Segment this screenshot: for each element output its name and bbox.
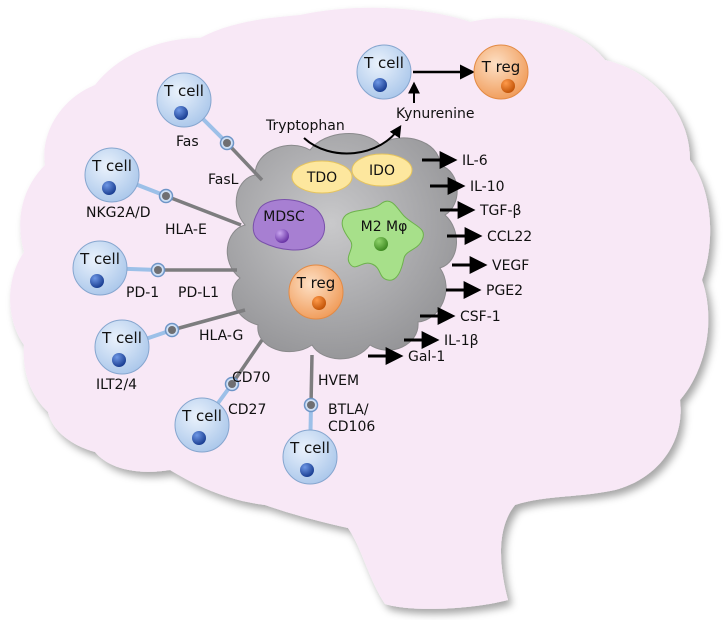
ligand-label-cd27: CD70 <box>232 370 270 386</box>
t-cell-pd1: T cell <box>72 240 128 296</box>
ligand-stalk <box>225 141 264 182</box>
treg-in-tumor: T reg <box>288 264 344 320</box>
ligand-stalk <box>171 308 246 332</box>
t-cell-label: T cell <box>181 407 222 425</box>
ligand-knob <box>162 192 170 200</box>
treg-label: T reg <box>481 58 521 76</box>
t-cell-label: T cell <box>79 250 120 268</box>
mdsc-nucleus <box>275 229 289 243</box>
ido-enzyme: IDO <box>351 153 413 187</box>
ligand-label-fas: FasL <box>208 172 239 188</box>
kynurenine-pathway: Tryptophan Kynurenine <box>265 64 475 155</box>
factor-7: IL-1β <box>404 331 479 349</box>
factor-5: PGE2 <box>446 281 523 299</box>
factor-label: IL-6 <box>462 153 488 169</box>
factor-6: CSF-1 <box>420 307 501 325</box>
ligand-knob <box>307 401 315 409</box>
ido-label: IDO <box>369 163 395 179</box>
nucleus <box>300 463 314 477</box>
factor-3: CCL22 <box>447 227 532 245</box>
factor-8: Gal-1 <box>368 347 445 365</box>
m2-label: M2 Mφ <box>361 219 408 235</box>
factor-label: IL-10 <box>470 179 505 195</box>
ligand-stalk <box>165 194 242 227</box>
m2-macrophage: M2 Mφ <box>341 200 424 281</box>
ligand-stalk <box>230 339 264 385</box>
ligand-knob <box>223 139 231 147</box>
interaction-nkg2a: NKG2A/D HLA-E <box>86 173 242 238</box>
treg-nucleus <box>312 296 326 310</box>
tdo-label: TDO <box>306 170 337 186</box>
factor-4: VEGF <box>452 256 529 274</box>
factor-1: IL-10 <box>430 177 505 195</box>
tdo-enzyme: TDO <box>291 160 353 194</box>
mdsc-cell: MDSC <box>252 199 326 251</box>
t-cell-body <box>174 397 230 453</box>
nucleus <box>90 274 104 288</box>
factor-label: IL-1β <box>444 333 479 349</box>
top-t-cell: T cell <box>356 44 412 100</box>
t-cell-body <box>282 429 338 485</box>
factor-label: TGF-β <box>479 203 521 219</box>
ligand-label-pd1: PD-L1 <box>178 285 219 301</box>
factor-label: CSF-1 <box>460 309 501 325</box>
ligand-knob <box>154 266 162 274</box>
mdsc-label: MDSC <box>263 209 305 225</box>
tryptophan-arrow <box>303 124 402 155</box>
receptor-label-ilt: ILT2/4 <box>96 377 137 393</box>
ligand-label-btla: HVEM <box>318 373 359 389</box>
t-cell-body <box>84 147 140 203</box>
treg-nucleus <box>501 79 515 93</box>
nucleus <box>102 181 116 195</box>
t-cell-group: T cell T cell T cell T cell T cell T cell <box>72 72 338 485</box>
nucleus <box>174 106 188 120</box>
treg-label: T reg <box>296 274 336 292</box>
t-cell-fas: T cell <box>156 72 212 128</box>
kynurenine-label: Kynurenine <box>396 106 475 122</box>
receptor-label-nkg2a: NKG2A/D <box>86 205 150 221</box>
nucleus <box>112 353 126 367</box>
tryptophan-label: Tryptophan <box>265 118 345 134</box>
nucleus <box>192 431 206 445</box>
t-cell-ilt: T cell <box>94 319 150 375</box>
factor-0: IL-6 <box>422 151 488 169</box>
receptor-label-pd1: PD-1 <box>126 285 159 301</box>
receptor-label-cd27: CD27 <box>228 402 266 418</box>
t-cell-label: T cell <box>101 329 142 347</box>
tumor-mass <box>226 133 458 360</box>
top-treg: T reg <box>473 44 529 100</box>
interaction-btla: BTLA/CD106 HVEM <box>303 354 375 458</box>
t-cell-body <box>156 72 212 128</box>
factor-label: VEGF <box>492 258 529 274</box>
nucleus <box>373 78 387 92</box>
ligand-knob <box>228 380 236 388</box>
t-cell-label: T cell <box>91 157 132 175</box>
t-cell-label: T cell <box>163 82 204 100</box>
receptor-label-btla: BTLA/CD106 <box>328 402 375 435</box>
t-cell-body <box>72 240 128 296</box>
factor-2: TGF-β <box>440 201 521 219</box>
t-cell-cd27: T cell <box>174 397 230 453</box>
t-cell-nkg2a: T cell <box>84 147 140 203</box>
t-cell-body <box>94 319 150 375</box>
t-cell-btla: T cell <box>282 429 338 485</box>
t-cell-label: T cell <box>363 54 404 72</box>
ligand-label-nkg2a: HLA-E <box>165 222 207 238</box>
factor-label: CCL22 <box>487 229 532 245</box>
ligand-label-ilt: HLA-G <box>199 328 243 344</box>
receptor-label-fas: Fas <box>176 134 199 150</box>
factor-label: PGE2 <box>486 283 523 299</box>
t-cell-label: T cell <box>289 439 330 457</box>
ligand-stalk <box>309 354 314 406</box>
m2-nucleus <box>374 237 388 251</box>
ligand-knob <box>168 326 176 334</box>
factor-label: Gal-1 <box>408 349 445 365</box>
